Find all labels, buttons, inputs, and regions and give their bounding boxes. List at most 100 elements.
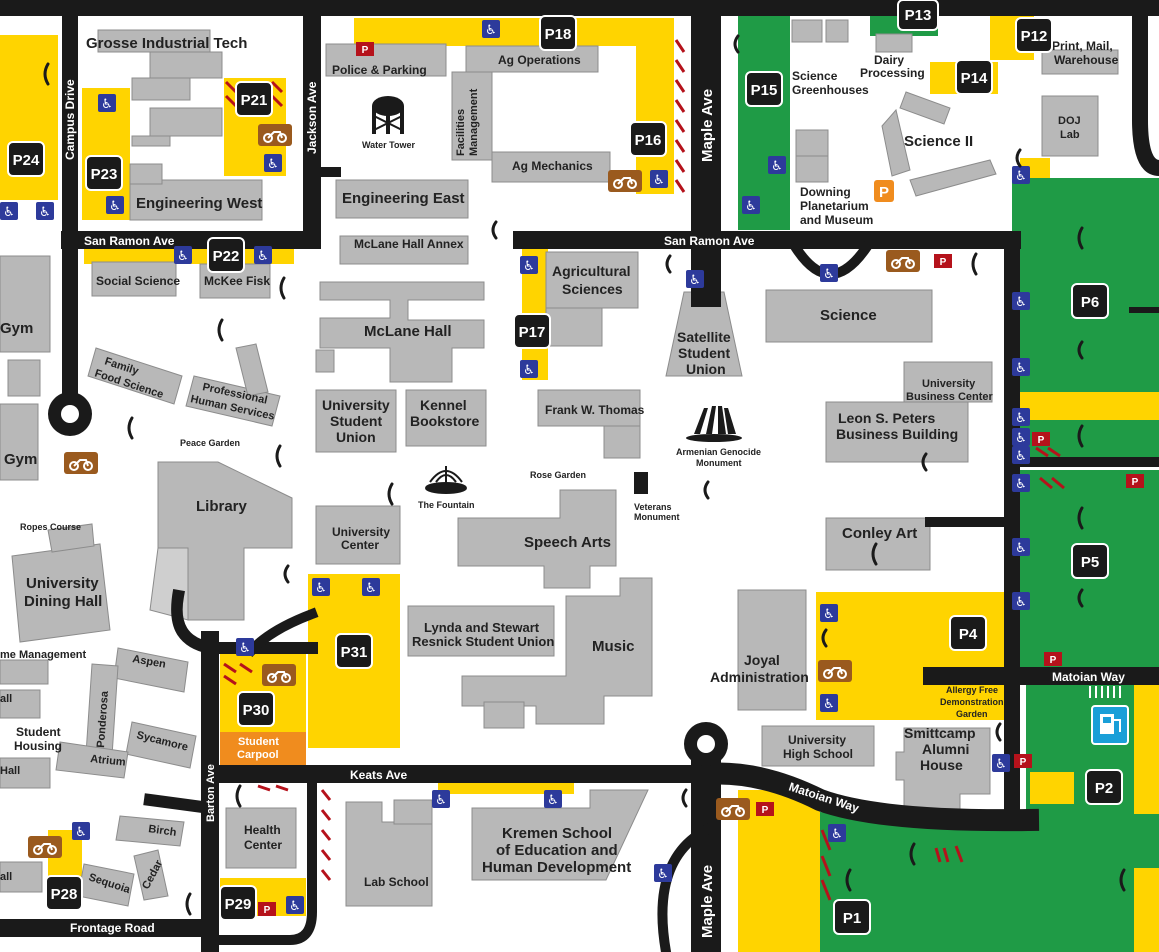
bldg-gym-south[interactable] [0,403,39,481]
svg-text:P31: P31 [341,644,368,661]
bldg-mclane-hall[interactable] [319,281,485,383]
label-kremen-school-2: of Education and [496,842,618,859]
lot-badge-p31[interactable]: P31 [335,633,373,669]
lot-badge-p14[interactable]: P14 [955,59,993,95]
lot-p16-area[interactable] [636,18,674,194]
bldg-university-center[interactable] [315,505,401,565]
label-allergy-free-garden-3: Garden [956,709,988,719]
lot-badge-p16[interactable]: P16 [629,121,667,157]
bldg-university-student-union[interactable] [315,389,397,453]
lot-badge-p13[interactable]: P13 [897,0,939,31]
label-smittcamp-alumni-house-1: Smittcamp [904,725,976,741]
bldg-dairy-processing[interactable] [875,33,913,53]
bldg-doj-lab[interactable] [1041,95,1099,157]
bldg-police-parking[interactable] [325,43,447,77]
lot-p15-area[interactable] [738,16,790,230]
svg-text:♿: ♿ [1015,295,1027,310]
lot-badge-p18[interactable]: P18 [539,15,577,51]
lot-label-student-carpool-1: Student [238,736,279,748]
bldg-facilities-management[interactable] [451,71,493,161]
accessible-parking-icon: ♿ [0,202,18,220]
bldg-dining-wing [47,523,95,553]
bldg-gym-north[interactable] [0,255,51,353]
label-satellite-student-union-2: Student [678,345,730,361]
bldg-cedar[interactable] [133,849,169,901]
lot-p1-green[interactable] [820,812,1026,952]
bldg-kennel-bookstore[interactable] [405,389,487,447]
bldg-birch[interactable] [115,815,185,847]
bldg-home-management[interactable] [0,659,49,685]
bldg-music[interactable] [461,577,653,725]
motorcycle-parking-icon [716,798,750,820]
bldg-university-high-school[interactable] [761,725,875,767]
lot-badge-p12[interactable]: P12 [1015,17,1053,53]
accessible-parking-icon: ♿ [650,170,668,188]
bldg-downing-planetarium-a[interactable] [795,129,829,157]
bldg-social-science[interactable] [91,261,177,297]
bldg-science-ii-a[interactable] [899,91,951,125]
bldg-lynda-stewart-resnick[interactable] [407,605,555,657]
lot-badge-p24[interactable]: P24 [7,141,45,177]
bldg-science-greenhouses[interactable] [791,19,823,43]
bldg-mclane-hall-annex[interactable] [339,235,469,265]
label-engineering-west: Engineering West [136,195,262,212]
water-tower-icon [372,96,404,134]
label-social-science: Social Science [96,274,180,288]
lot-keats-strip-a[interactable] [438,782,574,794]
bldg-engineering-east[interactable] [335,179,469,219]
lot-badge-p1[interactable]: P1 [833,899,871,935]
lot-badge-p21[interactable]: P21 [235,81,273,117]
bldg-print-mail-warehouse[interactable] [1041,49,1119,75]
bldg-agricultural-sciences[interactable] [545,251,639,309]
label-science-ii: Science II [904,133,973,150]
bldg-conley-art[interactable] [825,517,931,571]
bldg-ag-sci-b [545,307,603,347]
bldg-science[interactable] [765,289,933,343]
svg-text:P23: P23 [91,166,118,183]
street-maple-ave-south: Maple Ave [699,865,716,938]
lot-badge-p22[interactable]: P22 [207,237,245,273]
bldg-family-food-science[interactable] [87,347,183,405]
bldg-ag-mechanics[interactable] [491,151,611,183]
street-maple-ave-north: Maple Ave [699,89,716,162]
bldg-aspen[interactable] [113,647,189,693]
lot-badge-p6[interactable]: P6 [1071,283,1109,319]
lot-badge-p29[interactable]: P29 [219,885,257,921]
bldg-atrium[interactable] [55,741,129,779]
lot-p2-yellow-a[interactable] [1134,684,1159,814]
lot-p1-area[interactable] [738,790,820,952]
bldg-kremen-school[interactable] [471,789,649,881]
lot-student-carpool-area[interactable] [220,732,306,766]
bldg-ag-operations[interactable] [465,45,599,73]
accessible-parking-icon: ♿ [820,694,838,712]
lot-badge-p5[interactable]: P5 [1071,543,1109,579]
lot-badge-p28[interactable]: P28 [45,875,83,911]
label-armenian-genocide-monument-1: Armenian Genocide [676,447,761,457]
bldg-university-business-center[interactable] [903,361,993,403]
lot-badge-p2[interactable]: P2 [1085,769,1123,805]
lot-p6-yellow-strip[interactable] [1012,392,1159,420]
label-ag-operations: Ag Operations [498,53,581,67]
lot-badge-p4[interactable]: P4 [949,615,987,651]
lot-p18-area[interactable] [354,18,674,46]
bldg-frank-w-thomas[interactable] [537,389,641,427]
lot-badge-p17[interactable]: P17 [513,313,551,349]
lot-p4-area[interactable] [816,592,1014,720]
bldg-engineering-west[interactable] [129,179,263,221]
lot-p2-yellow-b[interactable] [1030,772,1074,804]
label-science: Science [820,307,877,324]
lot-badge-p15[interactable]: P15 [745,71,783,107]
accessible-parking-icon: ♿ [174,246,192,264]
lot-badge-p30[interactable]: P30 [237,691,275,727]
bldg-sycamore[interactable] [125,721,197,769]
bldg-joyal-administration[interactable] [737,589,807,711]
lot-badge-p23[interactable]: P23 [85,155,123,191]
bldg-speech-arts[interactable] [457,489,617,589]
lot-p2-yellow-c[interactable] [1134,868,1159,952]
label-gym-north: Gym [0,320,33,337]
svg-text:♿: ♿ [823,697,835,712]
label-birch: Birch [148,823,178,839]
bldg-health-center[interactable] [225,807,297,869]
label-mckee-fisk: McKee Fisk [204,274,270,288]
